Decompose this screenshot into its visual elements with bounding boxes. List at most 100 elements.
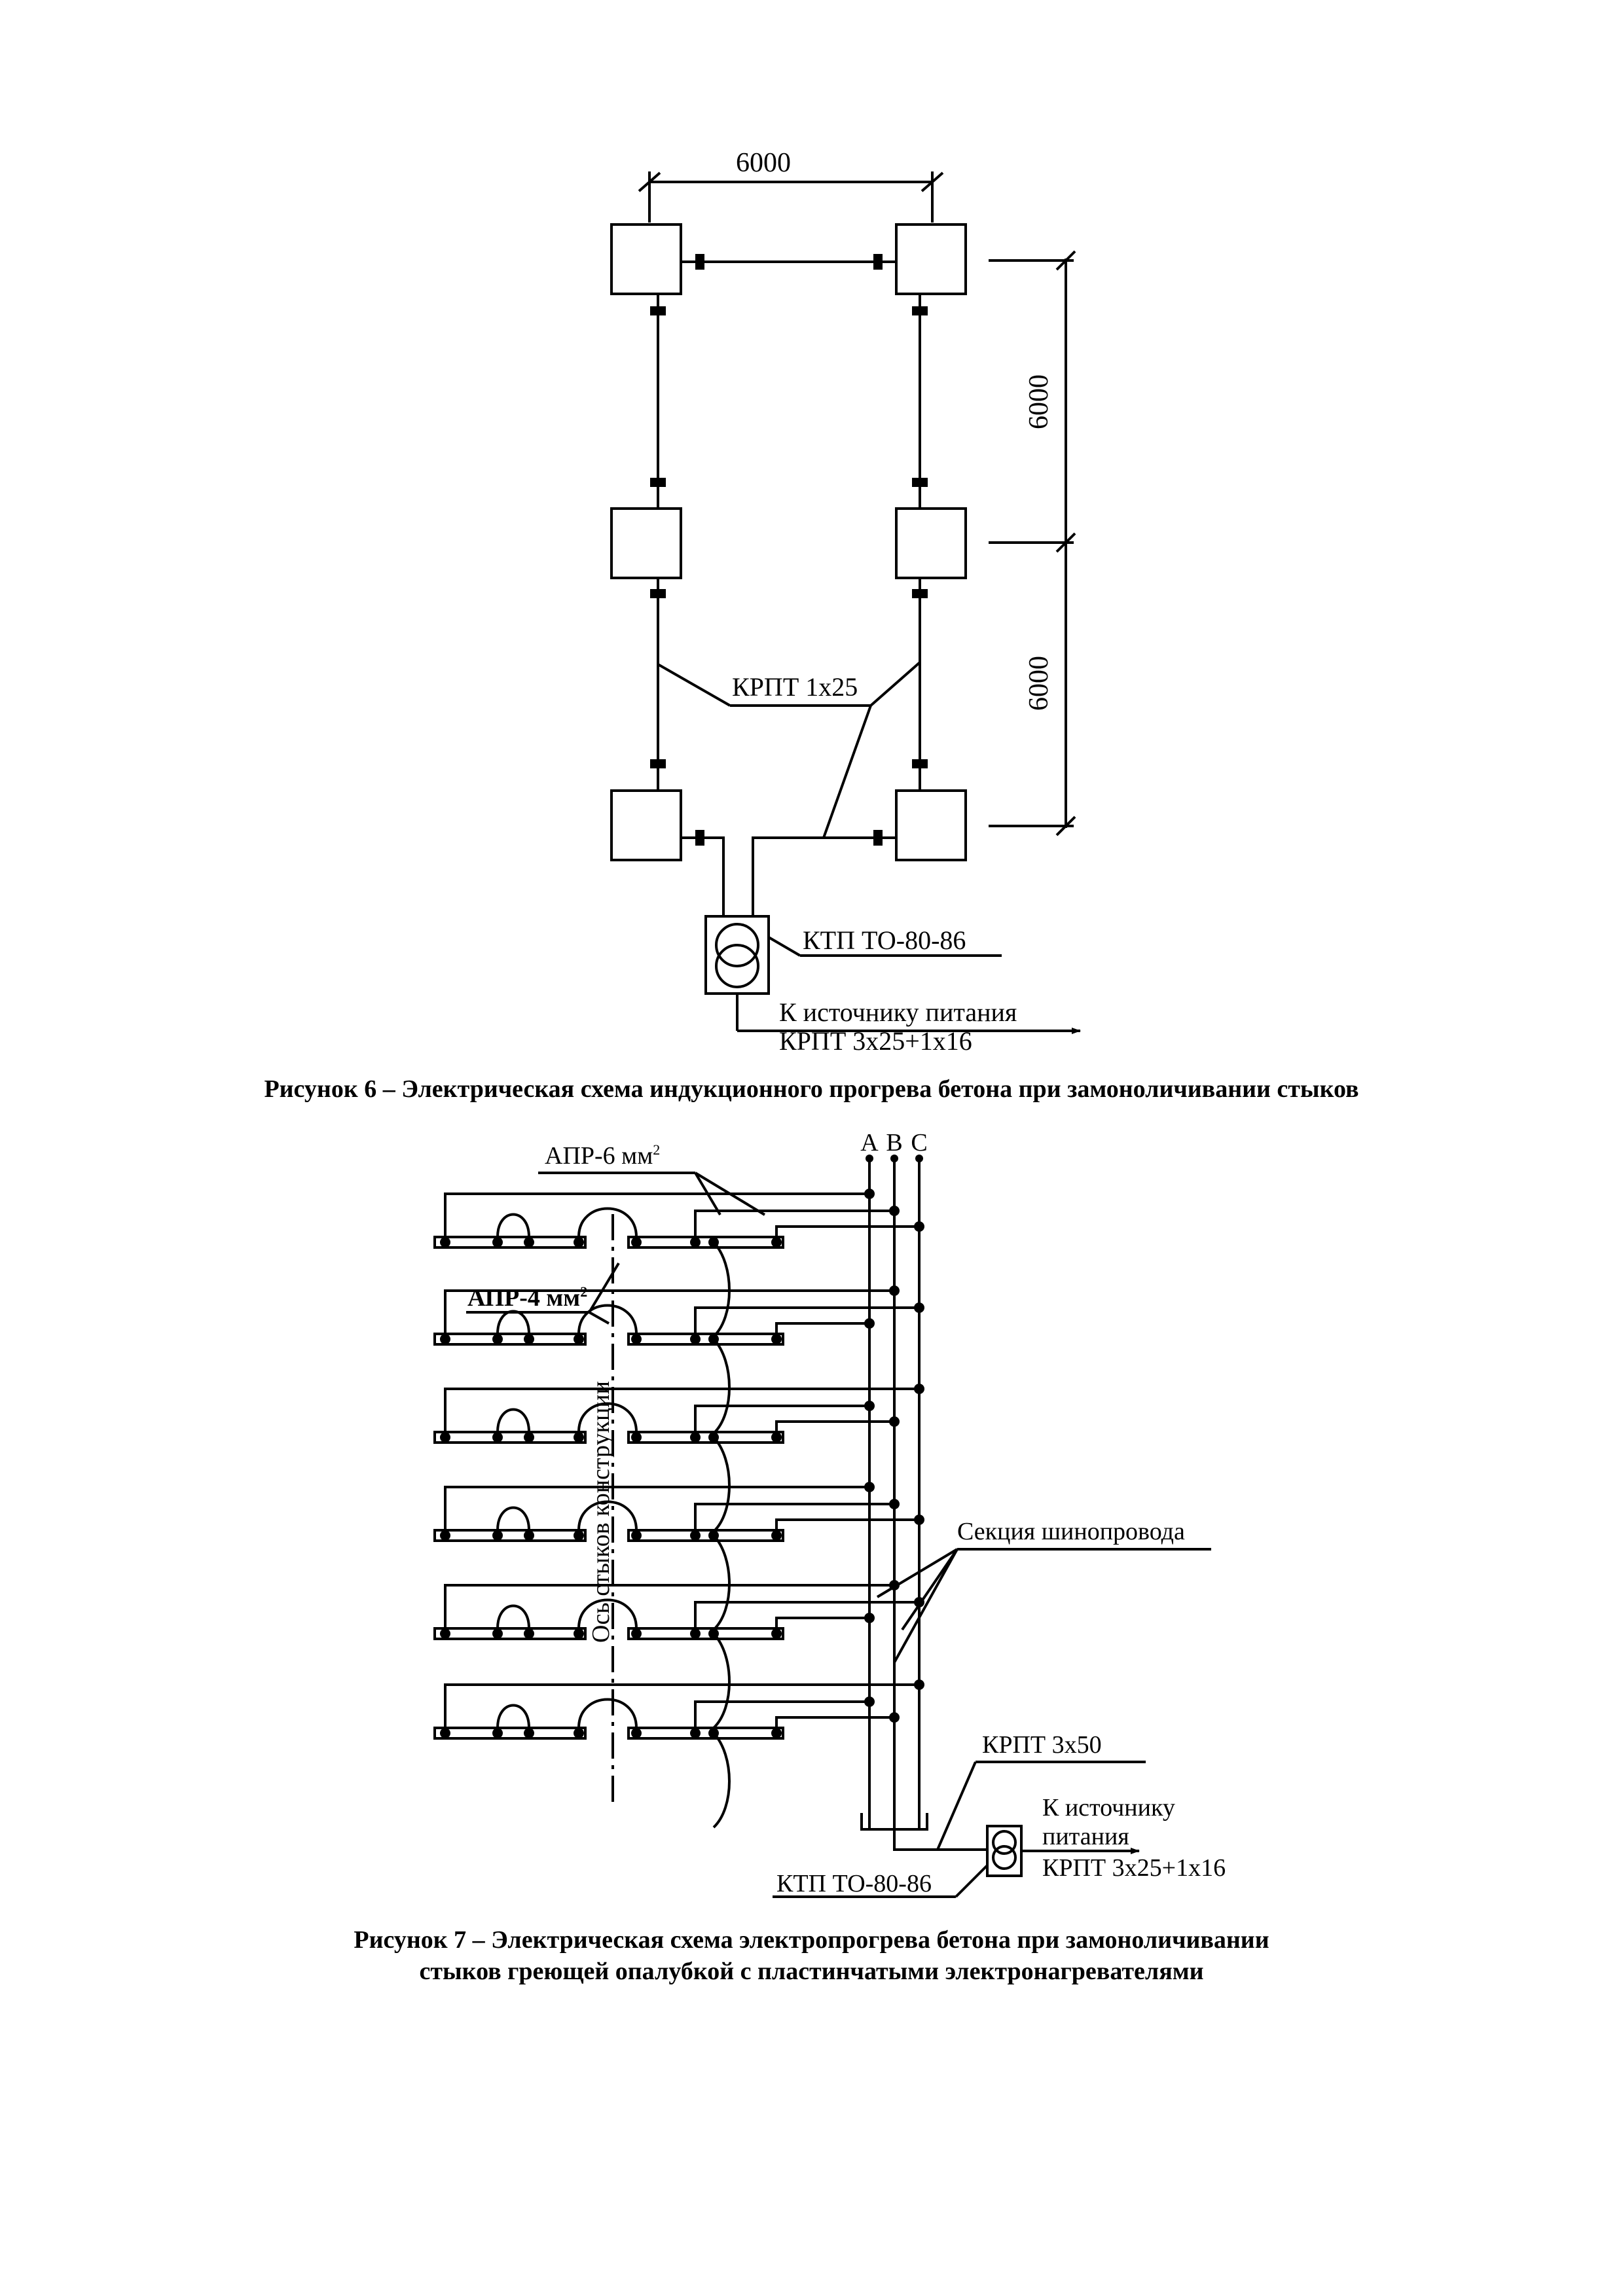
feed-wire — [775, 1518, 919, 1535]
terminal-dot — [492, 1334, 503, 1344]
terminal-dot — [440, 1334, 450, 1344]
feed-wire — [775, 1322, 869, 1339]
ktp-label: КТП ТО-80-86 — [776, 1870, 932, 1897]
terminal-dot — [574, 1237, 584, 1247]
terminal-dot — [440, 1432, 450, 1443]
terminal-dot — [631, 1728, 642, 1738]
heater-plate — [433, 1727, 587, 1740]
heater-plate — [627, 1529, 784, 1542]
source-label: К источнику — [1042, 1794, 1175, 1821]
ktp-label: КТП ТО-80-86 — [803, 925, 966, 955]
figure-7-caption-line1: Рисунок 7 – Электрическая схема электроп… — [354, 1926, 1269, 1954]
terminal-dot — [524, 1432, 534, 1443]
feed-wire — [694, 1405, 869, 1437]
terminal-dot — [771, 1237, 782, 1247]
busbar-section-label: Секция шинопровода — [957, 1518, 1185, 1545]
terminal-dot — [771, 1628, 782, 1639]
column-box — [610, 789, 682, 861]
jumper-loop — [496, 1506, 530, 1531]
column-box — [610, 223, 682, 295]
jumper-loop — [496, 1408, 530, 1433]
figure-6-caption: Рисунок 6 – Электрическая схема индукцио… — [264, 1075, 1359, 1103]
heater-plate — [627, 1627, 784, 1640]
terminal-dot — [708, 1530, 719, 1541]
phase-b-label: В — [886, 1129, 902, 1157]
feed-wire — [444, 1289, 894, 1339]
terminal-dot — [524, 1237, 534, 1247]
terminal-dot — [574, 1334, 584, 1344]
feed-wire — [444, 1584, 894, 1634]
feed-wire — [775, 1225, 919, 1242]
terminal-dot — [574, 1728, 584, 1738]
heater-plate — [433, 1529, 587, 1542]
terminal-dot — [492, 1728, 503, 1738]
dimension-label-vertical-top: 6000 — [1024, 374, 1054, 429]
terminal-dot — [524, 1728, 534, 1738]
feed-wire — [775, 1420, 894, 1437]
feed-wire — [694, 1503, 894, 1535]
feed-wire — [444, 1486, 869, 1535]
terminal-dot — [631, 1237, 642, 1247]
column-box — [895, 507, 967, 579]
terminal-dot — [524, 1530, 534, 1541]
inter-row-arc — [712, 1338, 731, 1435]
column-box — [895, 789, 967, 861]
inter-row-arc — [712, 1632, 731, 1729]
terminal-dot — [708, 1432, 719, 1443]
terminal-dot — [492, 1432, 503, 1443]
terminal-dot — [524, 1334, 534, 1344]
source-cable-label: КРПТ 3х25+1х16 — [779, 1026, 972, 1056]
jumper-loop — [577, 1402, 638, 1433]
terminal-dot — [771, 1728, 782, 1738]
phase-a-label: А — [860, 1129, 879, 1157]
column-box — [895, 223, 967, 295]
phase-c-label: С — [911, 1129, 927, 1157]
terminal-dot — [631, 1628, 642, 1639]
feed-wire — [444, 1193, 869, 1242]
terminal-dot — [492, 1237, 503, 1247]
terminal-dot — [440, 1628, 450, 1639]
terminal-dot — [708, 1237, 719, 1247]
jumper-loop — [496, 1604, 530, 1629]
terminal-dot — [631, 1432, 642, 1443]
heater-plate — [433, 1431, 587, 1444]
source-label-cont: питания — [1042, 1823, 1129, 1850]
heater-plate — [433, 1627, 587, 1640]
terminal-dot — [690, 1432, 701, 1443]
feed-wire — [775, 1716, 894, 1733]
terminal-dot — [492, 1628, 503, 1639]
terminal-dot — [440, 1237, 450, 1247]
jumper-loop — [577, 1207, 638, 1238]
terminal-dot — [574, 1530, 584, 1541]
terminal-dot — [440, 1728, 450, 1738]
inter-row-arc — [712, 1436, 731, 1533]
source-label: К источнику питания — [779, 997, 1017, 1027]
terminal-dot — [631, 1334, 642, 1344]
inter-row-arc — [712, 1732, 731, 1829]
dimension-label-horizontal: 6000 — [736, 148, 791, 178]
jumper-loop — [577, 1698, 638, 1729]
figure-7-caption-line2: стыков греющей опалубкой с пластинчатыми… — [419, 1958, 1204, 1985]
terminal-dot — [574, 1628, 584, 1639]
jumper-loop — [577, 1304, 638, 1335]
feed-wire — [694, 1601, 919, 1634]
jumper-loop — [577, 1500, 638, 1531]
terminal-dot — [690, 1728, 701, 1738]
heater-plate — [433, 1236, 587, 1249]
joint-axis-label: Ось стыков конструкции — [587, 1381, 615, 1643]
feed-wire — [694, 1210, 894, 1242]
terminal-dot — [690, 1628, 701, 1639]
heater-plate — [627, 1333, 784, 1346]
feed-wire — [694, 1306, 919, 1339]
apr6-label: АПР-6 мм2 — [545, 1141, 660, 1170]
inter-row-arc — [712, 1534, 731, 1631]
source-cable-label: КРПТ 3х25+1х16 — [1042, 1854, 1226, 1882]
terminal-dot — [690, 1334, 701, 1344]
apr4-label: АПР-4 мм2 — [467, 1283, 587, 1312]
terminal-dot — [524, 1628, 534, 1639]
krpt-3x50-label: КРПТ 3х50 — [982, 1731, 1102, 1759]
terminal-dot — [708, 1728, 719, 1738]
